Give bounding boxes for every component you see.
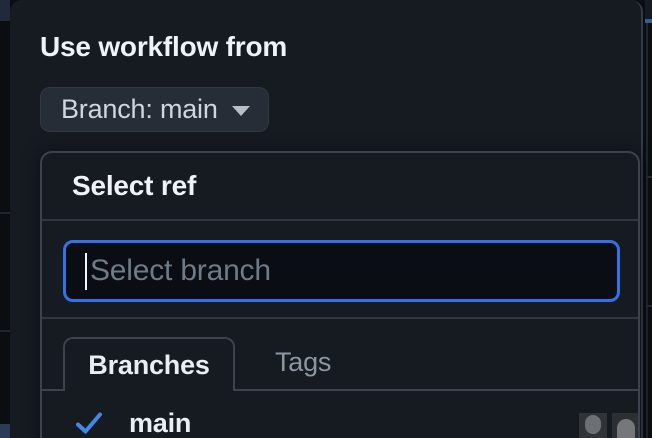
ref-picker-title: Select ref <box>72 170 197 201</box>
ref-list: main <box>42 391 638 438</box>
branch-selector-label: Branch: main <box>61 94 218 124</box>
backdrop-fragment <box>0 424 10 438</box>
backdrop-divider <box>646 176 652 178</box>
dialog-title: Use workflow from <box>40 31 288 62</box>
branch-selector-button[interactable]: Branch: main <box>40 87 269 132</box>
backdrop-divider <box>0 330 10 332</box>
tab-branches-label: Branches <box>88 349 210 380</box>
chevron-down-icon <box>231 106 250 116</box>
backdrop-fragment <box>0 0 10 21</box>
check-icon <box>76 412 102 434</box>
backdrop-divider <box>646 305 652 307</box>
ref-filter-section <box>42 221 638 319</box>
ref-item-label: main <box>129 407 192 438</box>
ref-item-main[interactable]: main <box>42 391 638 438</box>
tab-tags[interactable]: Tags <box>235 335 371 389</box>
dialog-scrollbar-track[interactable] <box>612 413 638 438</box>
ref-picker-header: Select ref <box>42 153 638 221</box>
list-scrollbar-thumb[interactable] <box>585 415 601 434</box>
run-workflow-dialog: Use workflow from Branch: main Select re… <box>10 0 643 438</box>
backdrop-divider <box>0 212 10 214</box>
ref-filter-input[interactable] <box>63 240 620 302</box>
backdrop-divider <box>646 23 648 438</box>
tab-tags-label: Tags <box>275 346 332 377</box>
ref-type-tabs: Branches Tags <box>42 319 638 391</box>
text-cursor <box>85 253 87 290</box>
backdrop-accent-line <box>645 19 652 23</box>
ref-picker-popover: Select ref Branches Tags main <box>40 151 640 438</box>
tab-branches[interactable]: Branches <box>63 337 235 391</box>
backdrop-fragment <box>645 0 652 19</box>
list-scrollbar-track[interactable] <box>579 413 607 438</box>
dialog-scrollbar-thumb[interactable] <box>617 419 635 438</box>
